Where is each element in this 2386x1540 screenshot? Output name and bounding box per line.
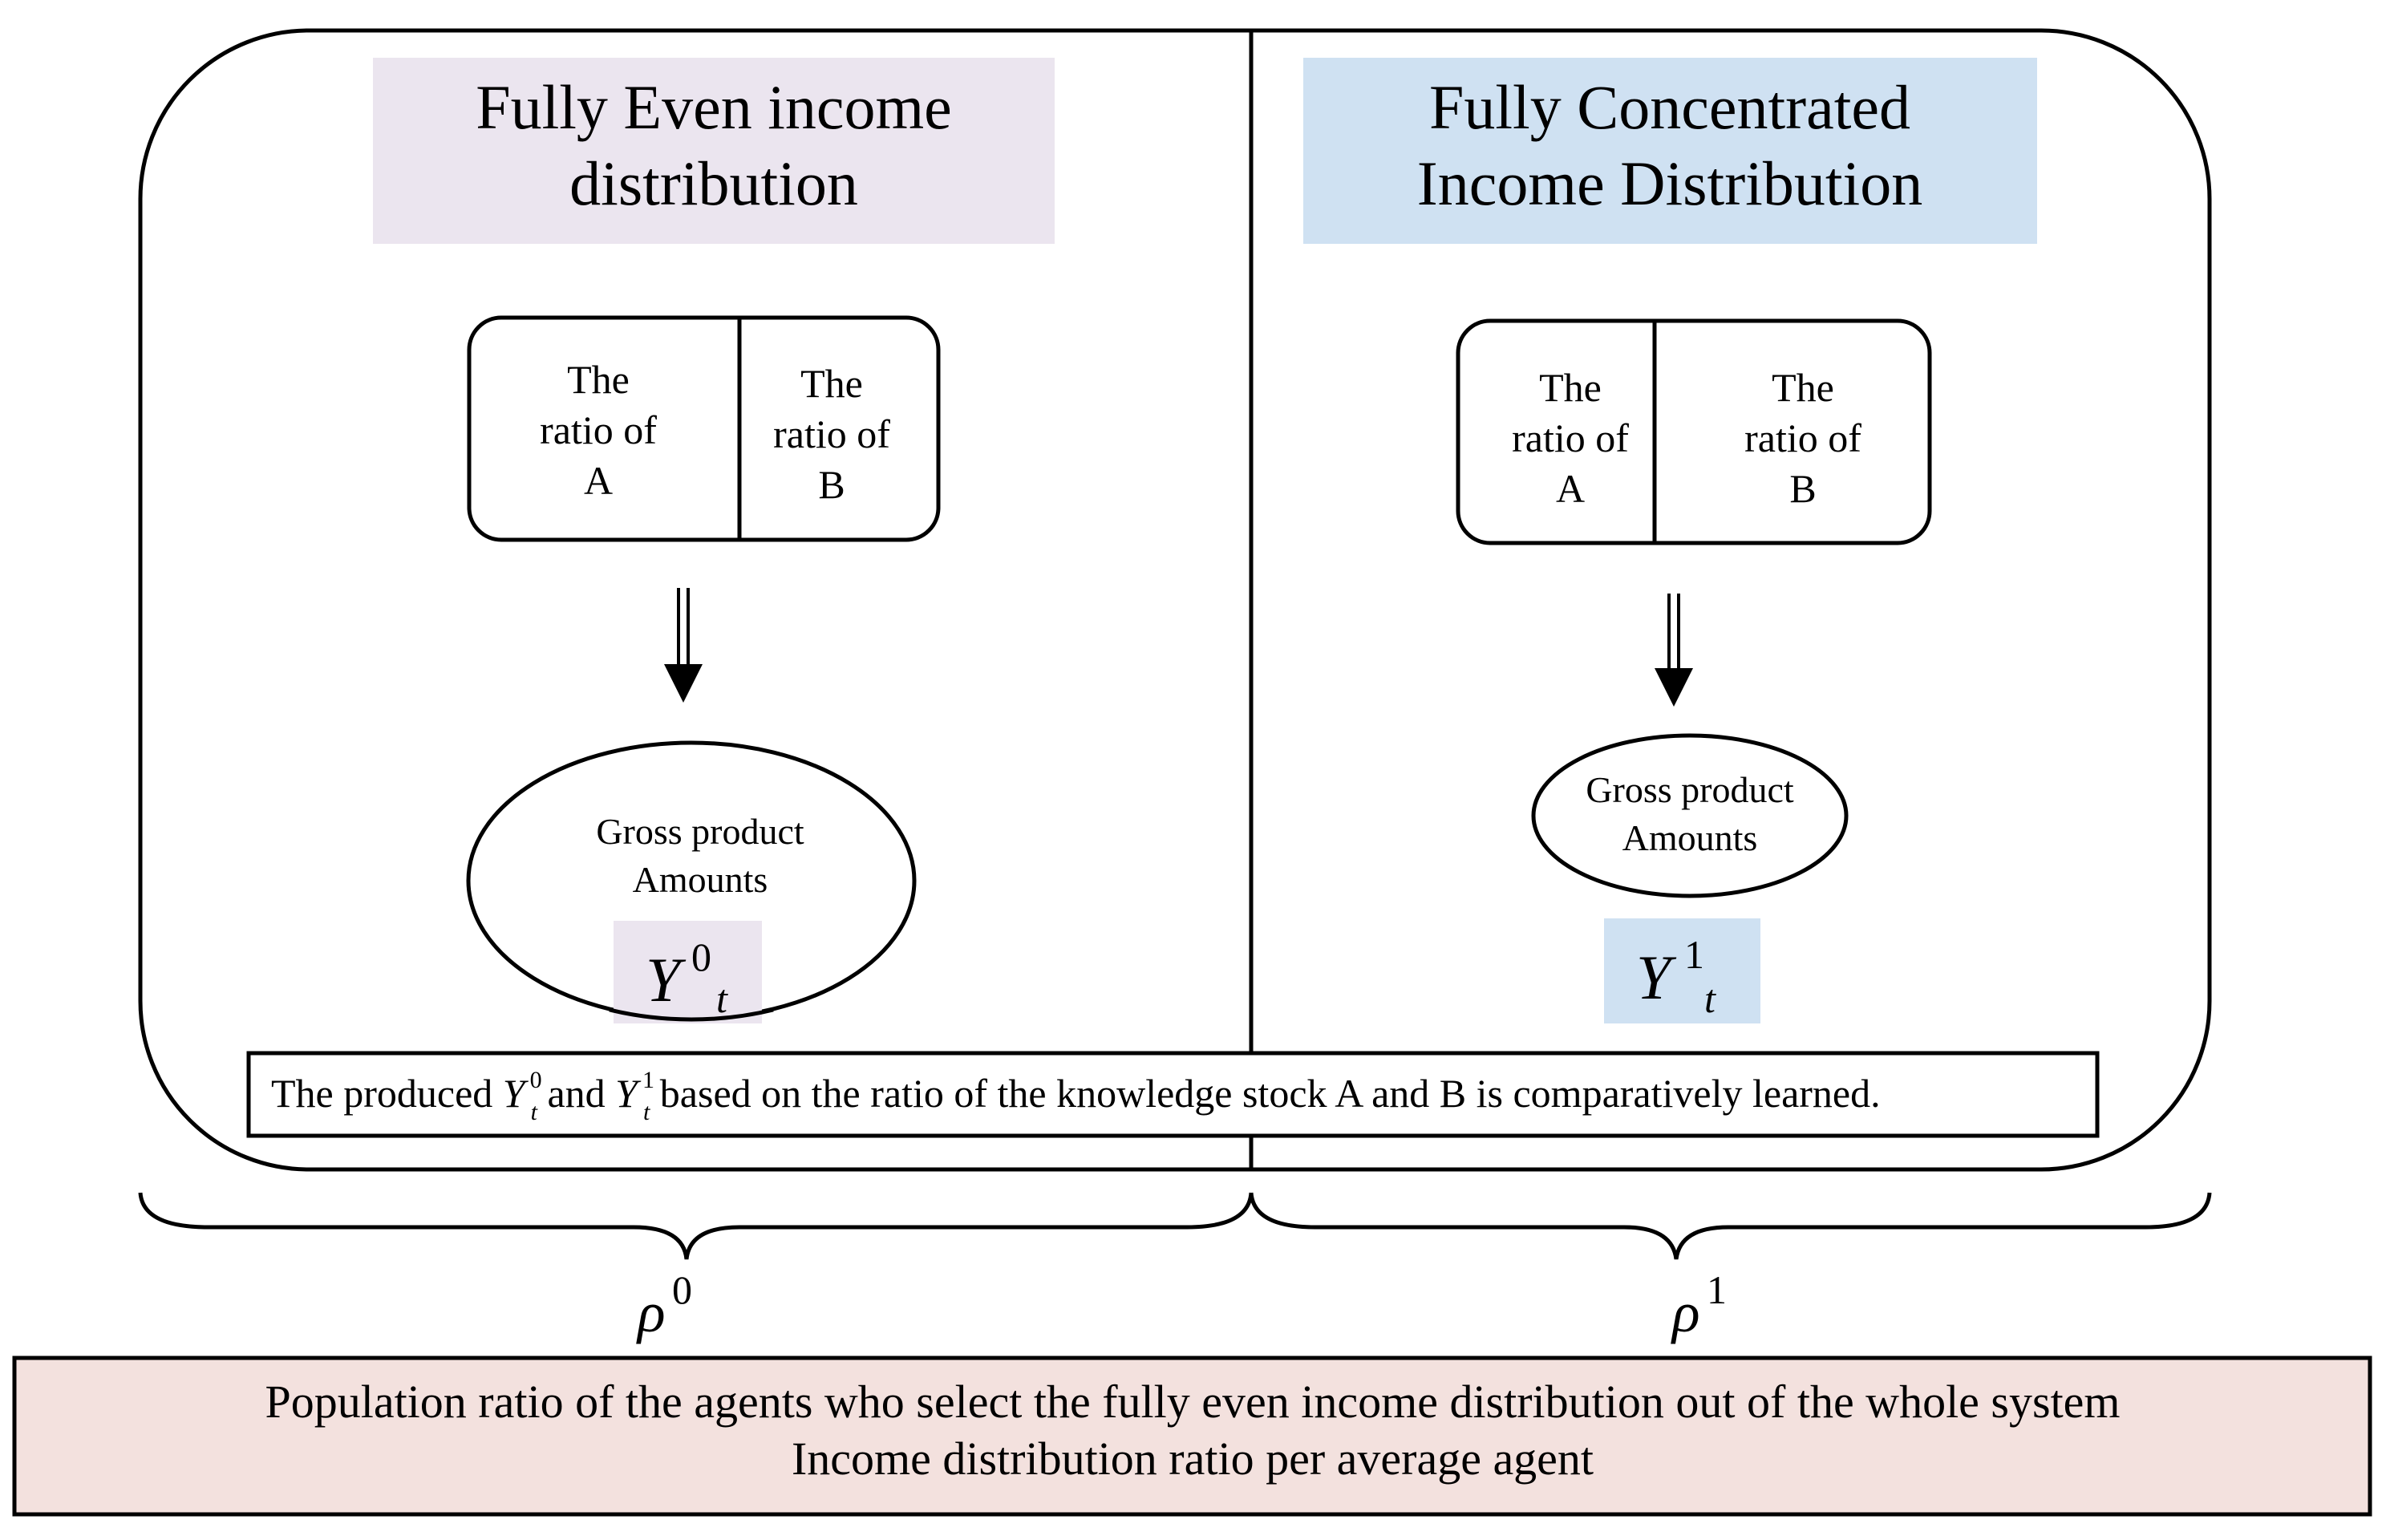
left-ratio-box [467,315,941,542]
left-down-arrow [664,588,703,703]
right-var-label: Y 1 t [1636,932,1716,1021]
footer-box [12,1356,2372,1517]
right-oval-line2: Amounts [1622,817,1758,858]
right-title-box [1303,58,2037,244]
right-ratio-b-line3: B [1789,466,1816,511]
right-ratio-a-line3: A [1556,466,1585,511]
left-ratio-a-line3: A [584,458,613,503]
right-down-arrow [1655,594,1693,707]
left-title-line1: Fully Even income [476,72,952,142]
svg-text:1: 1 [1684,932,1704,977]
left-oval-line2: Amounts [633,859,768,900]
left-ratio-b-line2: ratio of [773,411,890,456]
outer-frame [138,28,2212,1172]
right-brace [1249,1192,2212,1260]
footer-line1: Population ratio of the agents who selec… [265,1376,2120,1428]
right-gross-product-oval [1531,733,1849,898]
svg-text:t: t [716,976,728,1021]
comparison-note-box [246,1051,2100,1138]
right-ratio-a-line1: The [1539,365,1602,410]
right-var-box [1604,918,1760,1023]
right-title-line2: Income Distribution [1417,148,1922,218]
svg-text:t: t [1704,976,1716,1021]
left-ratio-a-line1: The [567,357,630,402]
footer-line2: Income distribution ratio per average ag… [792,1433,1594,1485]
svg-text:ρ: ρ [636,1280,666,1344]
left-title-box [373,58,1055,244]
left-oval-line1: Gross product [596,811,804,852]
right-ratio-b-line2: ratio of [1744,415,1861,460]
right-ratio-a-line2: ratio of [1512,415,1629,460]
svg-text:0: 0 [672,1267,692,1312]
left-var-label: Y 0 t [646,934,728,1021]
left-var-box [614,921,762,1023]
left-rho-label: ρ 0 [636,1267,692,1344]
right-oval-line1: Gross product [1586,769,1794,810]
svg-text:0: 0 [691,934,711,979]
right-title-line1: Fully Concentrated [1429,72,1910,142]
left-brace [138,1192,1254,1260]
svg-text:Y: Y [1636,942,1677,1012]
left-ratio-b-line1: The [800,361,863,406]
svg-text:1: 1 [1707,1267,1727,1312]
left-title-line2: distribution [569,148,858,218]
svg-text:Y: Y [646,945,687,1015]
left-ratio-b-line3: B [818,462,845,507]
svg-text:ρ: ρ [1671,1280,1700,1344]
right-ratio-b-line1: The [1772,365,1834,410]
right-rho-label: ρ 1 [1671,1267,1727,1344]
right-ratio-box [1456,318,1932,545]
left-ratio-a-line2: ratio of [540,407,657,452]
